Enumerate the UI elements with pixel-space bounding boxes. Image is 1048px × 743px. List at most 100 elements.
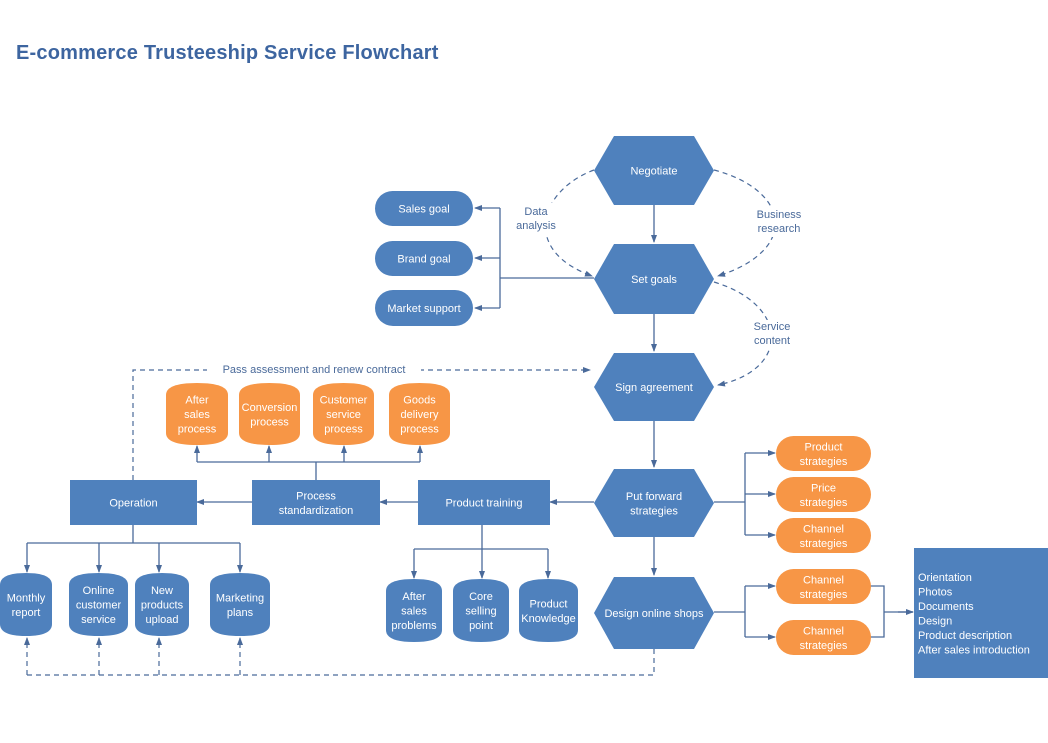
node-text-line: strategies [630, 505, 678, 517]
label-data-analysis-1: Data [524, 206, 548, 218]
node-shape [389, 383, 450, 445]
node-set-goals[interactable]: Set goals [594, 244, 714, 314]
node-text-line: selling [465, 606, 496, 618]
node-text-line: After [185, 395, 209, 407]
node-text-line: Sales goal [398, 204, 449, 216]
node-text-line: strategies [800, 640, 848, 652]
edge-operation-outputs [27, 525, 240, 544]
node-text-line: problems [391, 620, 437, 632]
node-text-line: Online [83, 585, 115, 597]
node-text-line: Market support [387, 303, 460, 315]
edge-pass-assessment [132, 367, 591, 480]
node-design-shops[interactable]: Design online shops [594, 577, 714, 649]
node-sign-agreement[interactable]: Sign agreement [594, 353, 714, 421]
node-after-sales-process[interactable]: After sales process [166, 383, 228, 445]
node-text-line: Channel [803, 574, 844, 586]
node-text-line: strategies [800, 538, 848, 550]
node-shape [453, 579, 509, 642]
node-customer-service-process[interactable]: Customer service process [313, 383, 374, 445]
node-product-strategies[interactable]: Product strategies [776, 436, 871, 471]
node-market-support[interactable]: Market support [375, 290, 473, 326]
node-negotiate[interactable]: Negotiate [594, 136, 714, 205]
node-text-line: Core [469, 591, 493, 603]
edge-putforward-strategies [714, 453, 746, 535]
label-service-content-1: Service [754, 321, 791, 333]
node-monthly-report[interactable]: Monthly report [0, 573, 52, 636]
node-shape [375, 191, 473, 226]
node-shape [594, 353, 714, 421]
node-text-line: After sales introduction [918, 644, 1030, 656]
node-text-line: Goods [403, 395, 436, 407]
node-text-line: Product [530, 598, 568, 610]
node-text-line: Price [811, 482, 836, 494]
node-shape [239, 383, 300, 445]
node-text-line: process [324, 424, 363, 436]
node-text-line: standardization [279, 505, 354, 517]
node-sales-goal[interactable]: Sales goal [375, 191, 473, 226]
node-shape [776, 436, 871, 471]
node-channel-strategies-1[interactable]: Channel strategies [776, 518, 871, 553]
node-shape [519, 579, 578, 642]
node-shape [166, 383, 228, 445]
label-data-analysis-2: analysis [516, 220, 556, 232]
node-channel-strategies-2[interactable]: Channel strategies [776, 569, 871, 604]
node-brand-goal[interactable]: Brand goal [375, 241, 473, 276]
node-process-standardization[interactable]: Process standardization [252, 480, 380, 525]
node-text-line: sales [184, 409, 210, 421]
edge-standardization-processes [197, 461, 420, 480]
node-shape [418, 480, 550, 525]
node-text-line: Customer [320, 395, 368, 407]
node-text-line: process [250, 416, 289, 428]
node-text-line: Product description [918, 630, 1012, 642]
node-shape [914, 548, 1048, 678]
node-text-line: report [12, 607, 41, 619]
node-text-line: Operation [109, 498, 157, 510]
node-shape [0, 573, 52, 636]
node-text-line: strategies [800, 589, 848, 601]
node-text-line: service [81, 614, 116, 626]
node-shape [70, 480, 197, 525]
node-operation[interactable]: Operation [70, 480, 197, 525]
node-shape [252, 480, 380, 525]
node-text-line: Monthly [7, 592, 46, 604]
node-text-line: Process [296, 490, 336, 502]
node-shape [69, 573, 128, 636]
node-text-line: Channel [803, 523, 844, 535]
node-text-line: Sign agreement [615, 382, 693, 394]
node-shape [313, 383, 374, 445]
node-text-line: Conversion [242, 402, 298, 414]
node-product-training[interactable]: Product training [418, 480, 550, 525]
node-text-line: sales [401, 606, 427, 618]
node-text-line: Design online shops [604, 608, 704, 620]
node-text-line: Product [805, 441, 843, 453]
node-shape [776, 620, 871, 655]
node-shop-content[interactable]: OrientationPhotosDocumentsDesignProduct … [914, 548, 1048, 678]
node-text-line: New [151, 585, 173, 597]
node-text-line: Documents [918, 601, 974, 613]
edge-design-channels [714, 586, 746, 637]
node-text-line: service [326, 409, 361, 421]
node-text-line: Brand goal [397, 254, 450, 266]
node-text-line: delivery [401, 409, 439, 421]
node-conversion-process[interactable]: Conversion process [239, 383, 300, 445]
edge-labels: Data analysis Business research Service … [207, 203, 810, 376]
node-shape [776, 569, 871, 604]
node-shape [776, 518, 871, 553]
node-text-line: strategies [800, 456, 848, 468]
node-shape [386, 579, 442, 642]
node-shape [210, 573, 270, 636]
node-text-line: upload [145, 614, 178, 626]
node-text-line: process [178, 424, 217, 436]
